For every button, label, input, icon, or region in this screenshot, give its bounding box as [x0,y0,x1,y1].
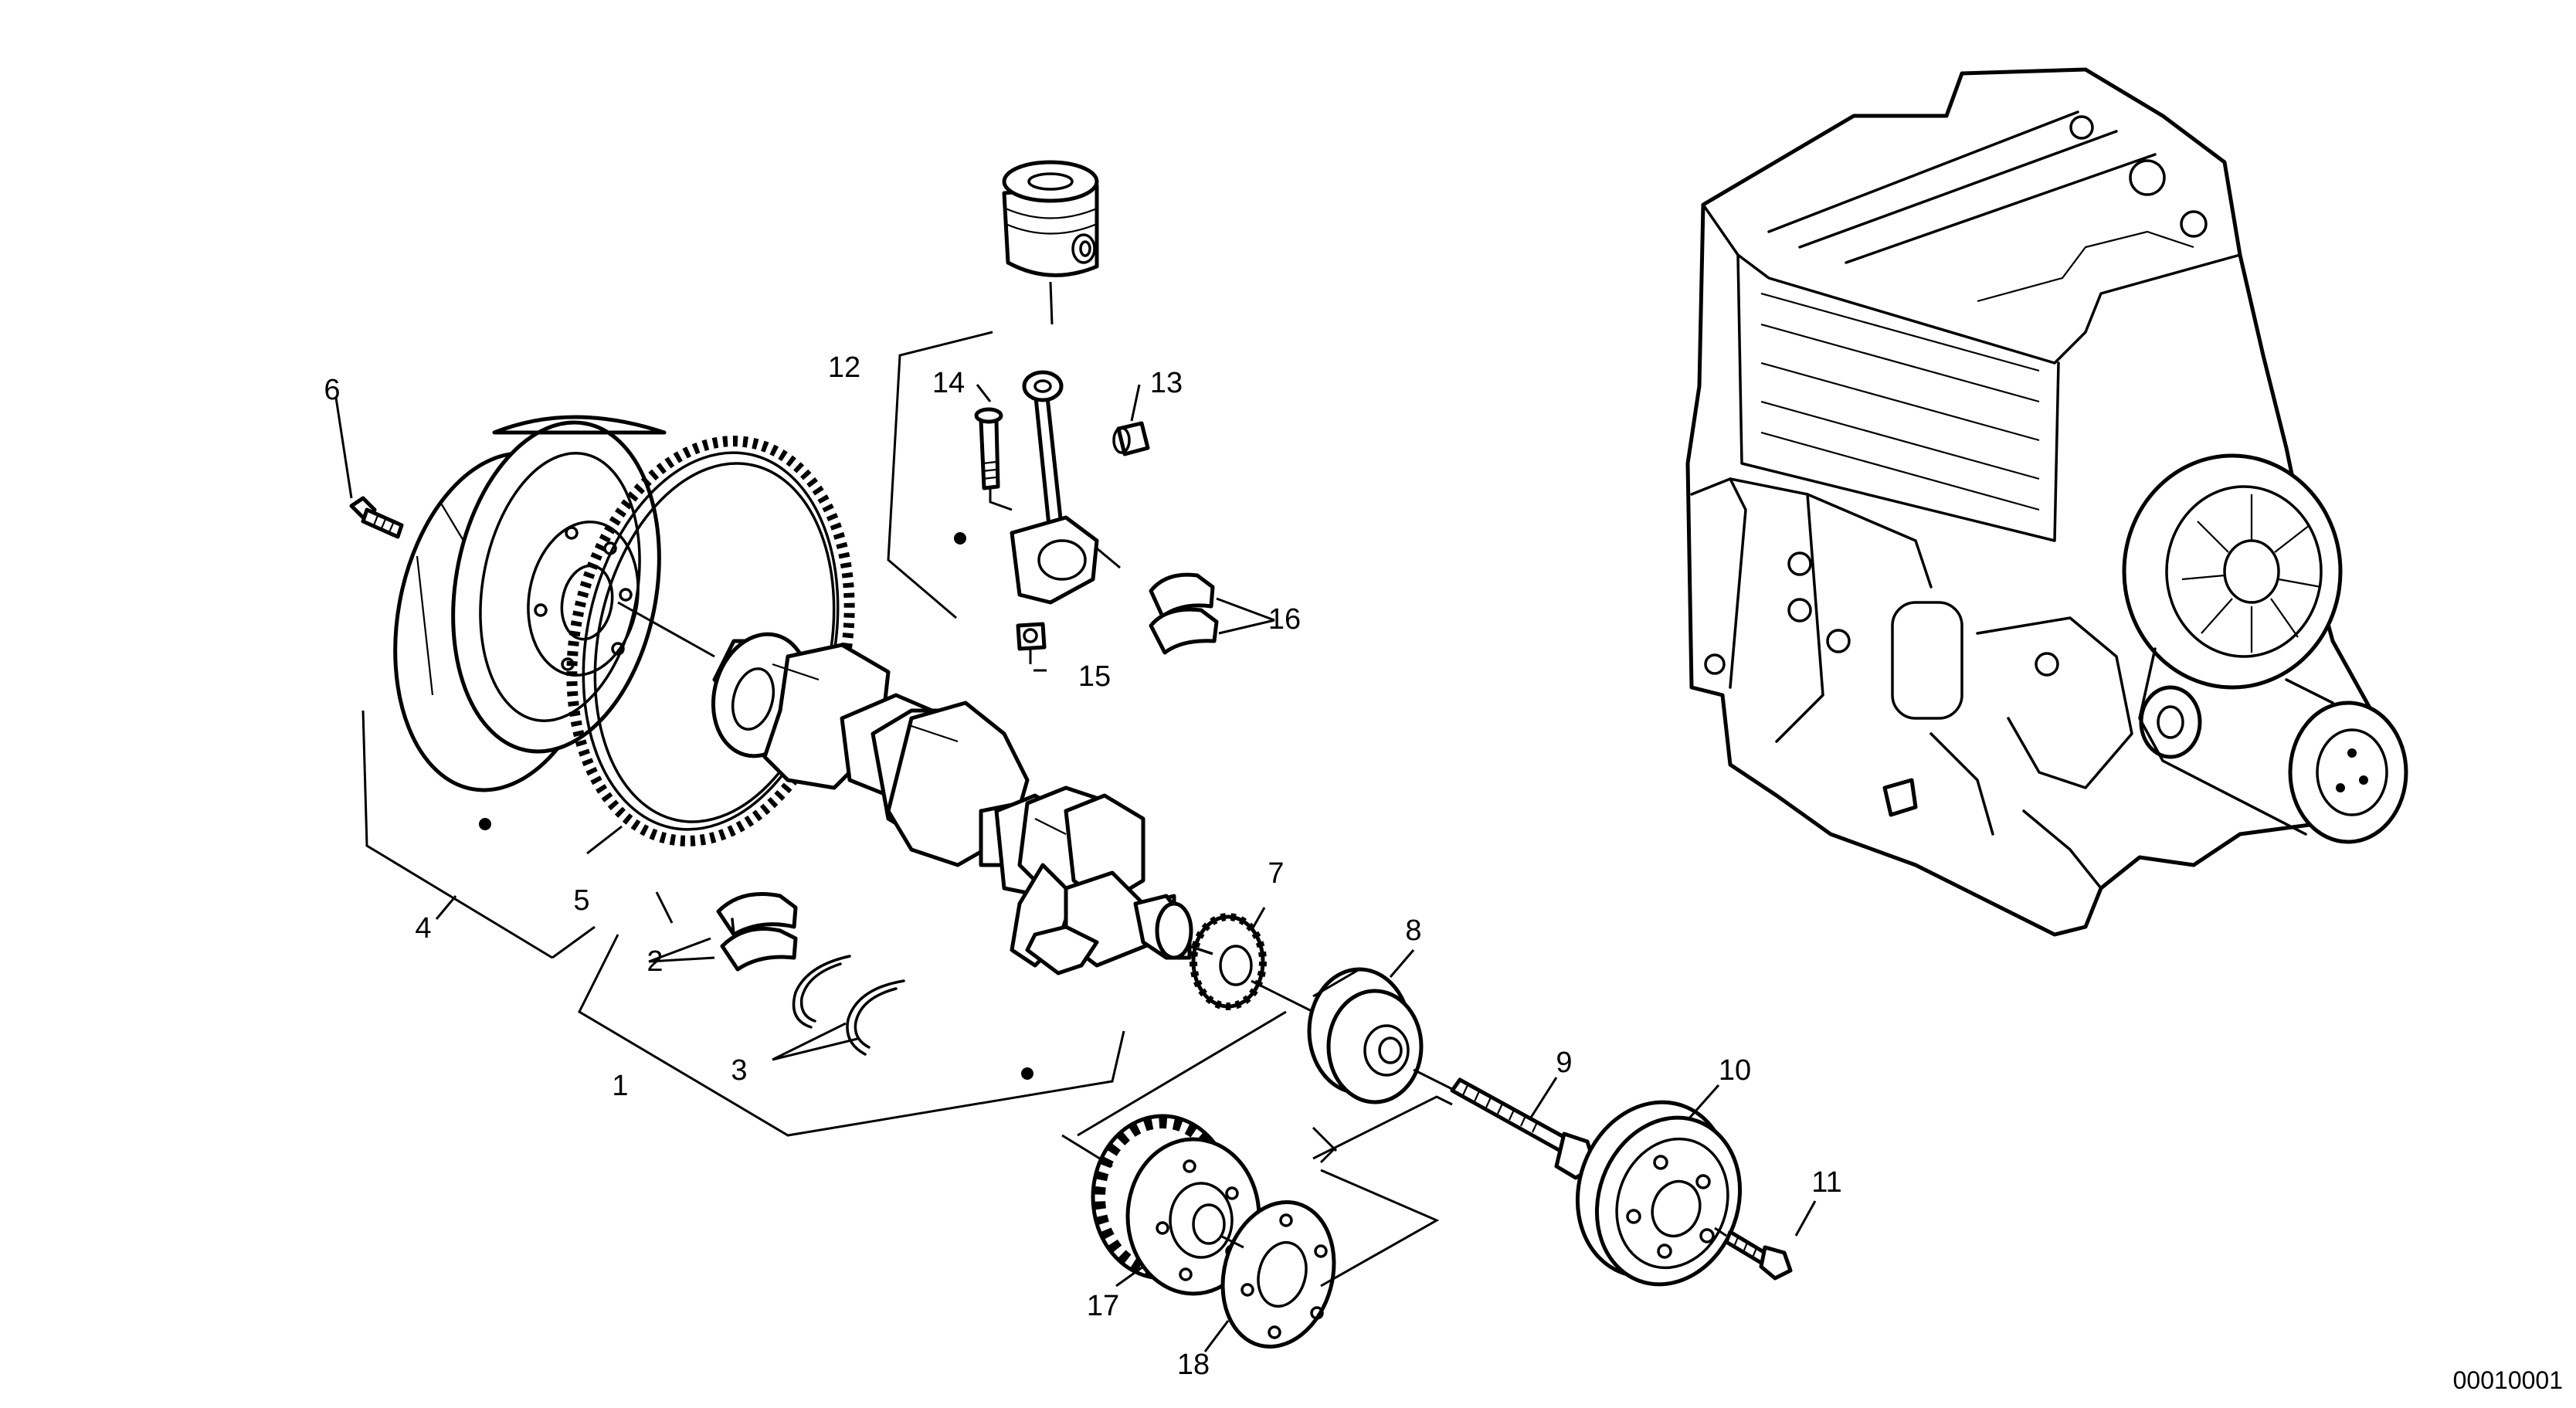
label-17: 17 [1087,1290,1119,1322]
piston-and-rod [954,160,1219,655]
engine-assembly [1685,67,2408,937]
thrust-washers [792,955,905,1056]
flywheel-screw [349,496,404,539]
label-12: 12 [828,351,860,384]
label-15: 15 [1078,660,1111,693]
label-5: 5 [573,884,589,917]
drawing-number: 00010001 [2453,1366,2563,1394]
label-11: 11 [1811,1166,1841,1199]
label-9: 9 [1556,1047,1572,1079]
central-bolt [1450,1077,1597,1180]
label-18: 18 [1177,1349,1210,1381]
flywheel [393,415,667,830]
label-7: 7 [1268,857,1284,890]
part-labels: 1 2 3 4 5 6 7 8 9 10 11 12 13 14 15 16 1… [324,351,1841,1381]
v-belt-pulley [1575,1100,1743,1287]
label-3: 3 [731,1054,747,1087]
label-6: 6 [324,374,340,406]
label-2: 2 [647,945,663,978]
label-8: 8 [1405,914,1421,947]
label-16: 16 [1268,603,1301,636]
leader-lines [334,384,1817,1352]
crankshaft-gear [1190,913,1267,1010]
grouping-brackets [361,331,1453,1288]
label-1: 1 [612,1070,628,1102]
assembly-axes [617,281,1727,1249]
main-bearing-shells [716,892,798,972]
label-14: 14 [932,367,965,399]
crankshaft [711,632,1193,1080]
label-13: 13 [1150,367,1183,399]
flange-washer [1220,1199,1336,1349]
pulley-screw [1724,1230,1793,1281]
pulley-hub [1307,967,1424,1104]
label-4: 4 [415,912,431,945]
label-10: 10 [1719,1054,1751,1087]
